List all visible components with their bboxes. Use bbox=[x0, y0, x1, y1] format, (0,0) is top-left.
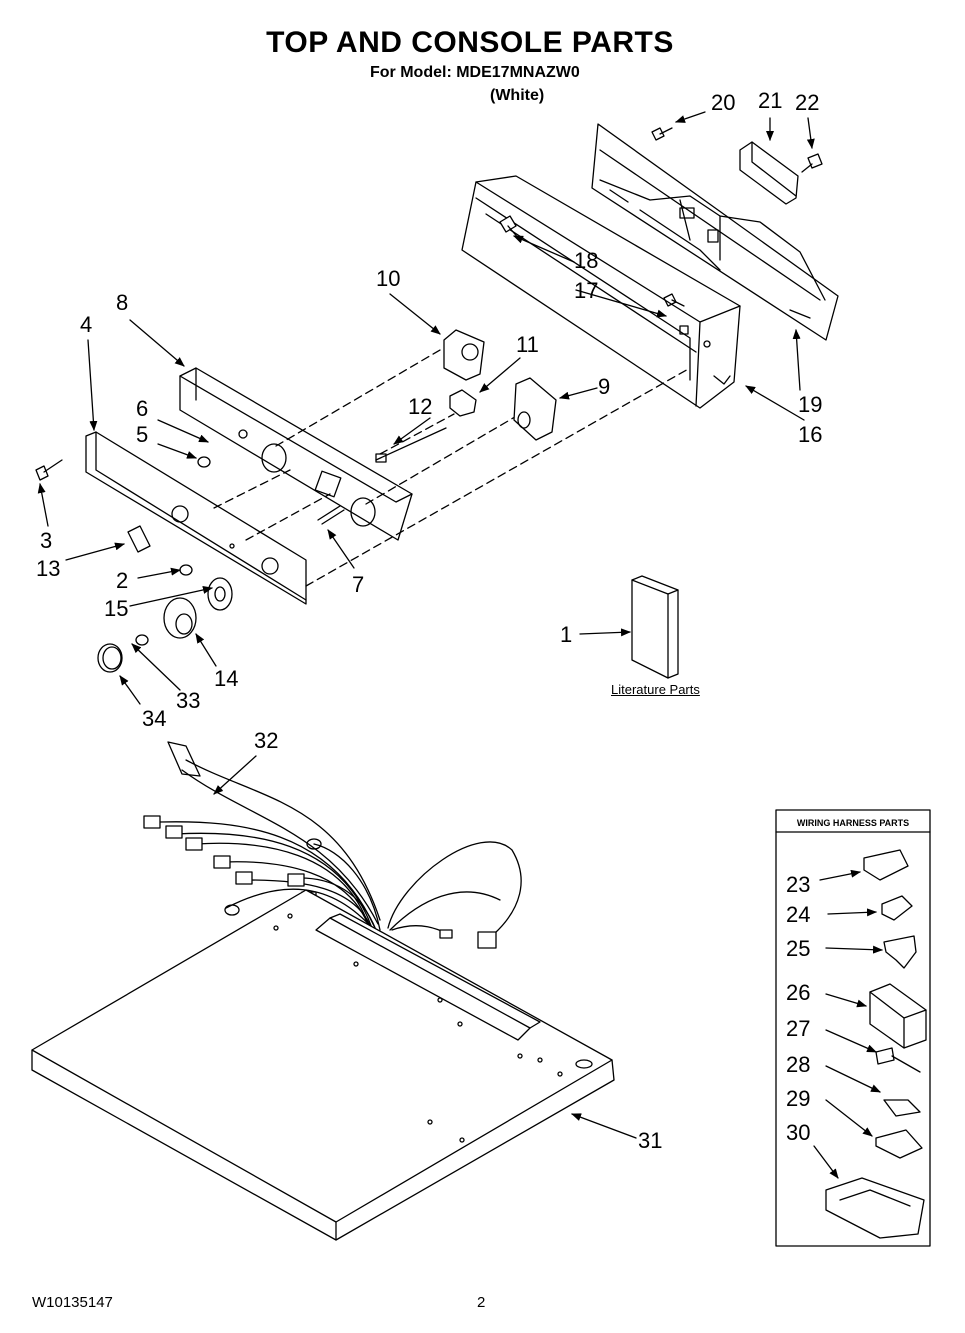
timer-part-10 bbox=[443, 329, 485, 381]
callout-32: 32 bbox=[254, 728, 279, 753]
switch-part-11 bbox=[449, 389, 477, 417]
callout-6: 6 bbox=[136, 396, 149, 421]
clip-part-25 bbox=[883, 935, 917, 969]
board-part-21 bbox=[739, 141, 799, 205]
callout-20: 20 bbox=[711, 90, 736, 115]
callout-30: 30 bbox=[786, 1120, 811, 1145]
harness-part-12 bbox=[375, 427, 447, 463]
wire-harness-part-32 bbox=[143, 741, 522, 949]
page-number: 2 bbox=[477, 1294, 486, 1311]
callout-27: 27 bbox=[786, 1016, 811, 1041]
screw-part-20 bbox=[651, 127, 673, 141]
callout-3: 3 bbox=[40, 528, 53, 553]
callout-10: 10 bbox=[376, 266, 401, 291]
nut-part-5 bbox=[197, 456, 211, 468]
terminal-part-28 bbox=[883, 1099, 921, 1117]
screw-part-3 bbox=[35, 459, 63, 481]
console-front-part-4 bbox=[85, 431, 307, 605]
callout-4: 4 bbox=[80, 312, 93, 337]
tie-part-27 bbox=[875, 1047, 921, 1073]
spring-part-33 bbox=[135, 634, 149, 646]
callout-26: 26 bbox=[786, 980, 811, 1005]
callout-13: 13 bbox=[36, 556, 61, 581]
callout-33: 33 bbox=[176, 688, 201, 713]
literature-part-1 bbox=[631, 575, 679, 679]
screw-part-22 bbox=[801, 153, 823, 173]
rear-panel-part-19 bbox=[591, 123, 839, 341]
callout-31: 31 bbox=[638, 1128, 663, 1153]
dashed-alignment-lines bbox=[213, 349, 691, 587]
insert-part-7 bbox=[317, 505, 345, 525]
color-line: (White) bbox=[490, 87, 545, 104]
dryer-top-part-31 bbox=[31, 889, 615, 1241]
callout-19: 19 bbox=[798, 392, 823, 417]
callout-5: 5 bbox=[136, 422, 149, 447]
callout-15: 15 bbox=[104, 596, 129, 621]
knob-part-14 bbox=[163, 597, 197, 639]
page-title: TOP AND CONSOLE PARTS bbox=[266, 26, 674, 59]
callout-17: 17 bbox=[574, 278, 599, 303]
callout-18: 18 bbox=[574, 248, 599, 273]
bushing-part-2 bbox=[179, 564, 193, 576]
bezel-part-15 bbox=[207, 577, 233, 611]
control-panel-part-8 bbox=[179, 367, 413, 541]
wiring-harness-title: WIRING HARNESS PARTS bbox=[796, 818, 910, 828]
connector-part-23 bbox=[863, 849, 909, 881]
callout-12: 12 bbox=[408, 394, 433, 419]
callout-7: 7 bbox=[352, 572, 365, 597]
callout-21: 21 bbox=[758, 88, 783, 113]
callout-11: 11 bbox=[516, 332, 539, 357]
screw-part-18 bbox=[499, 215, 521, 241]
callout-16: 16 bbox=[798, 422, 823, 447]
callout-8: 8 bbox=[116, 290, 129, 315]
callout-22: 22 bbox=[795, 90, 820, 115]
callout-14: 14 bbox=[214, 666, 239, 691]
leader-arrows bbox=[37, 111, 883, 1179]
callout-23: 23 bbox=[786, 872, 811, 897]
model-line: For Model: MDE17MNAZW0 bbox=[370, 64, 580, 81]
selector-part-9 bbox=[513, 377, 557, 441]
callout-25: 25 bbox=[786, 936, 811, 961]
callout-9: 9 bbox=[598, 374, 611, 399]
literature-parts-label: Literature Parts bbox=[611, 682, 700, 697]
block-part-30 bbox=[825, 1177, 925, 1239]
housing-part-26 bbox=[869, 983, 927, 1049]
callout-34: 34 bbox=[142, 706, 167, 731]
screw-part-17 bbox=[663, 293, 685, 307]
connector-part-24 bbox=[881, 895, 913, 921]
callout-2: 2 bbox=[116, 568, 129, 593]
callout-29: 29 bbox=[786, 1086, 811, 1111]
document-number: W10135147 bbox=[32, 1294, 113, 1311]
callout-1: 1 bbox=[560, 622, 573, 647]
callout-28: 28 bbox=[786, 1052, 811, 1077]
connector-part-29 bbox=[875, 1129, 923, 1159]
callout-24: 24 bbox=[786, 902, 811, 927]
knob-part-13 bbox=[127, 525, 151, 553]
cap-part-34 bbox=[97, 643, 123, 673]
